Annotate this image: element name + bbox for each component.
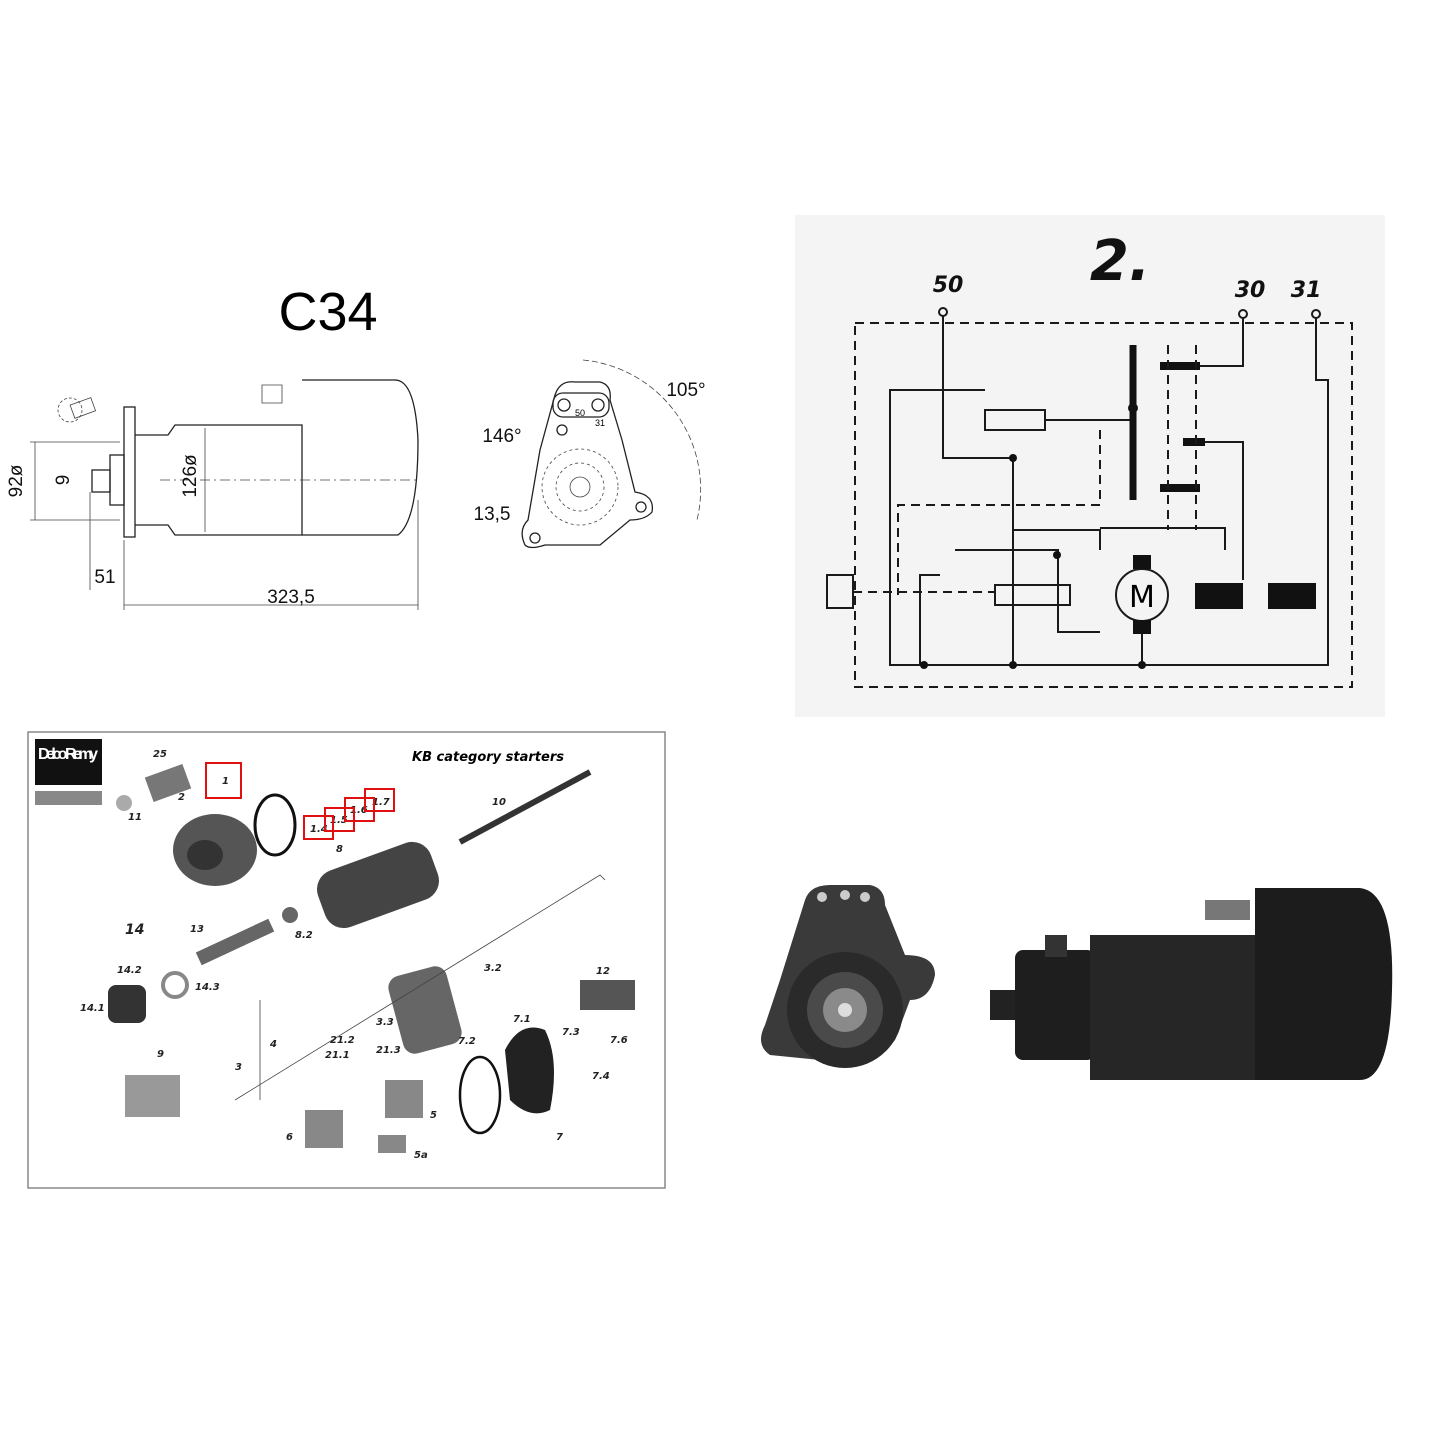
- part-label: 6: [286, 1132, 293, 1143]
- part-label: 1.5: [330, 815, 348, 826]
- part-label: 8: [336, 844, 343, 855]
- terminal-50-label: 50: [575, 408, 585, 418]
- part-label: 1.4: [310, 824, 328, 835]
- part-label: 11: [128, 812, 142, 823]
- angle-105-label: 105°: [666, 380, 705, 401]
- motor-symbol: M: [1129, 580, 1155, 615]
- part-label: 1.7: [372, 797, 390, 808]
- part-label: 10: [492, 797, 506, 808]
- starter-photos: [761, 885, 1393, 1080]
- part-label: 21.1: [325, 1050, 350, 1061]
- terminal-30: 30: [1235, 278, 1266, 303]
- hole-diameter-label: 13,5: [474, 504, 511, 525]
- terminal-31: 31: [1291, 278, 1322, 303]
- part-label: 14.2: [117, 965, 142, 976]
- starter-end-view: 105° 146° 13,5 50 31: [474, 359, 706, 549]
- part-label: 7.6: [610, 1035, 628, 1046]
- delco-remy-logo: [35, 739, 102, 785]
- part-label: 7: [556, 1132, 563, 1143]
- part-label: 12: [596, 966, 610, 977]
- diagram-number: 2.: [1090, 229, 1150, 294]
- part-label: 13: [190, 924, 204, 935]
- part-label: 5a: [414, 1150, 428, 1161]
- parts-title: KB category starters: [412, 750, 564, 765]
- part-label: 3: [235, 1062, 242, 1073]
- part-label: 3.3: [376, 1017, 394, 1028]
- highlight-boxes: [205, 762, 395, 840]
- drawing-title: C34: [278, 282, 377, 342]
- part-label: 7.1: [513, 1014, 531, 1025]
- part-label: 5: [430, 1110, 437, 1121]
- part-label: 14: [125, 922, 144, 938]
- part-label: 2: [178, 792, 185, 803]
- part-label: 21.2: [330, 1035, 355, 1046]
- part-label: 1.6: [350, 805, 368, 816]
- starter-front-photo: [761, 885, 935, 1068]
- body-diameter-label: 126ø: [180, 454, 201, 498]
- wiring-diagram: 2. 50 30 31 M: [795, 215, 1385, 717]
- part-label: 21.3: [376, 1045, 401, 1056]
- part-label: 8.2: [295, 930, 313, 941]
- starter-side-photo: [990, 888, 1393, 1080]
- dimension-drawing: C34 92ø 9 126ø 51 323,5: [6, 282, 706, 610]
- part-label: 4: [269, 1039, 277, 1050]
- part-label: 7.3: [562, 1027, 580, 1038]
- terminal-50: 50: [933, 273, 964, 298]
- angle-146-label: 146°: [482, 426, 521, 447]
- teeth-count-label: 9: [53, 475, 74, 486]
- part-label: 9: [157, 1049, 164, 1060]
- part-label: 25: [153, 749, 167, 760]
- part-label: 3.2: [484, 963, 502, 974]
- part-labels: 25 2 11 1 1.4 1.5 1.6 1.7 10 8 8.2 14 13…: [80, 749, 628, 1161]
- part-label: 7.4: [592, 1071, 610, 1082]
- armature-part: [316, 841, 440, 929]
- logo-text: Delco Remy: [38, 746, 98, 763]
- part-label: 7.2: [458, 1036, 476, 1047]
- part-label: 1: [222, 776, 229, 787]
- part-label: 14.3: [195, 982, 220, 993]
- part-label: 14.1: [80, 1003, 105, 1014]
- parts-diagram: Delco Remy KB category starters 25 2 11 …: [27, 731, 666, 1189]
- terminal-31-label: 31: [595, 418, 605, 428]
- starter-side-view: 92ø 9 126ø 51 323,5: [6, 379, 420, 610]
- overall-length-label: 323,5: [267, 587, 315, 608]
- pinion-diameter-label: 92ø: [6, 464, 27, 497]
- flange-offset-label: 51: [94, 567, 115, 588]
